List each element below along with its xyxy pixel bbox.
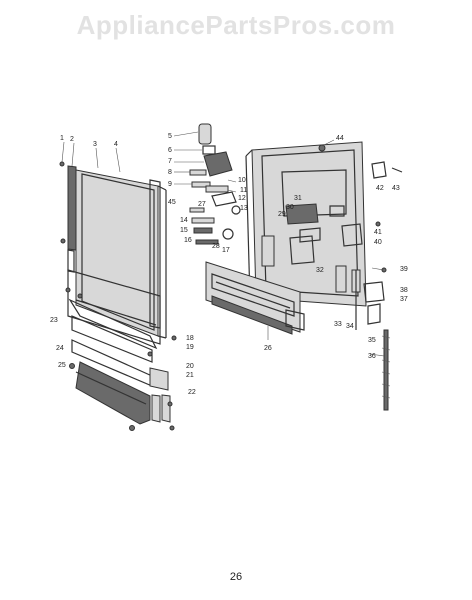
callout-19: 19	[186, 344, 194, 351]
callout-26: 26	[264, 345, 272, 352]
callout-29: 29	[278, 211, 286, 218]
callout-22: 22	[188, 389, 196, 396]
callout-6: 6	[168, 147, 172, 154]
hinge-bracket-left	[149, 367, 171, 423]
site-watermark: AppliancePartsPros.com	[76, 10, 396, 40]
callout-18: 18	[186, 335, 194, 342]
callout-16: 16	[184, 237, 192, 244]
callout-32: 32	[316, 267, 324, 274]
bottom-channel	[68, 298, 158, 425]
callout-40: 40	[374, 239, 382, 246]
callout-24: 24	[56, 345, 64, 352]
callout-15: 15	[180, 227, 188, 234]
callout-37: 37	[400, 296, 408, 303]
callout-39: 39	[400, 266, 408, 273]
callout-43: 43	[392, 185, 400, 192]
callout-28: 28	[212, 243, 220, 250]
fasteners-left	[59, 161, 177, 431]
callout-12: 12	[238, 195, 246, 202]
callout-labels: 1 2 3 4 5 6 7 8 9 10 11 12 13 14 15 16 1…	[50, 133, 408, 396]
callout-41: 41	[374, 229, 382, 236]
callout-5: 5	[168, 133, 172, 140]
latch-components	[189, 123, 241, 245]
callout-13: 13	[240, 205, 248, 212]
callout-10: 10	[238, 177, 246, 184]
callout-33: 33	[334, 321, 342, 328]
callout-2: 2	[70, 136, 74, 143]
callout-9: 9	[168, 181, 172, 188]
callout-44: 44	[336, 135, 344, 142]
callout-14: 14	[180, 217, 188, 224]
leader-lines	[61, 131, 385, 357]
callout-8: 8	[168, 169, 172, 176]
callout-23: 23	[50, 317, 58, 324]
callout-30: 30	[286, 204, 294, 211]
callout-31: 31	[294, 195, 302, 202]
callout-1: 1	[60, 135, 64, 142]
callout-42: 42	[376, 185, 384, 192]
callout-27: 27	[198, 201, 206, 208]
callout-34: 34	[346, 323, 354, 330]
panel-frame-bottom	[67, 179, 161, 345]
outer-door-panel	[75, 169, 167, 339]
callout-38: 38	[400, 287, 408, 294]
callout-20: 20	[186, 363, 194, 370]
callout-7: 7	[168, 158, 172, 165]
spring-and-rod	[355, 270, 391, 411]
left-side-trim	[67, 165, 77, 273]
callout-4: 4	[114, 141, 118, 148]
page-number: 26	[229, 571, 243, 583]
callout-3: 3	[93, 141, 97, 148]
inner-door-panel	[245, 141, 367, 307]
bottom-trim-strip	[205, 261, 305, 335]
callout-17: 17	[222, 247, 230, 254]
callout-35: 35	[368, 337, 376, 344]
callout-36: 36	[368, 353, 376, 360]
hardware-right	[318, 144, 403, 325]
callout-45: 45	[168, 199, 176, 206]
callout-21: 21	[186, 372, 194, 379]
callout-11: 11	[240, 187, 247, 194]
callout-25: 25	[58, 362, 66, 369]
